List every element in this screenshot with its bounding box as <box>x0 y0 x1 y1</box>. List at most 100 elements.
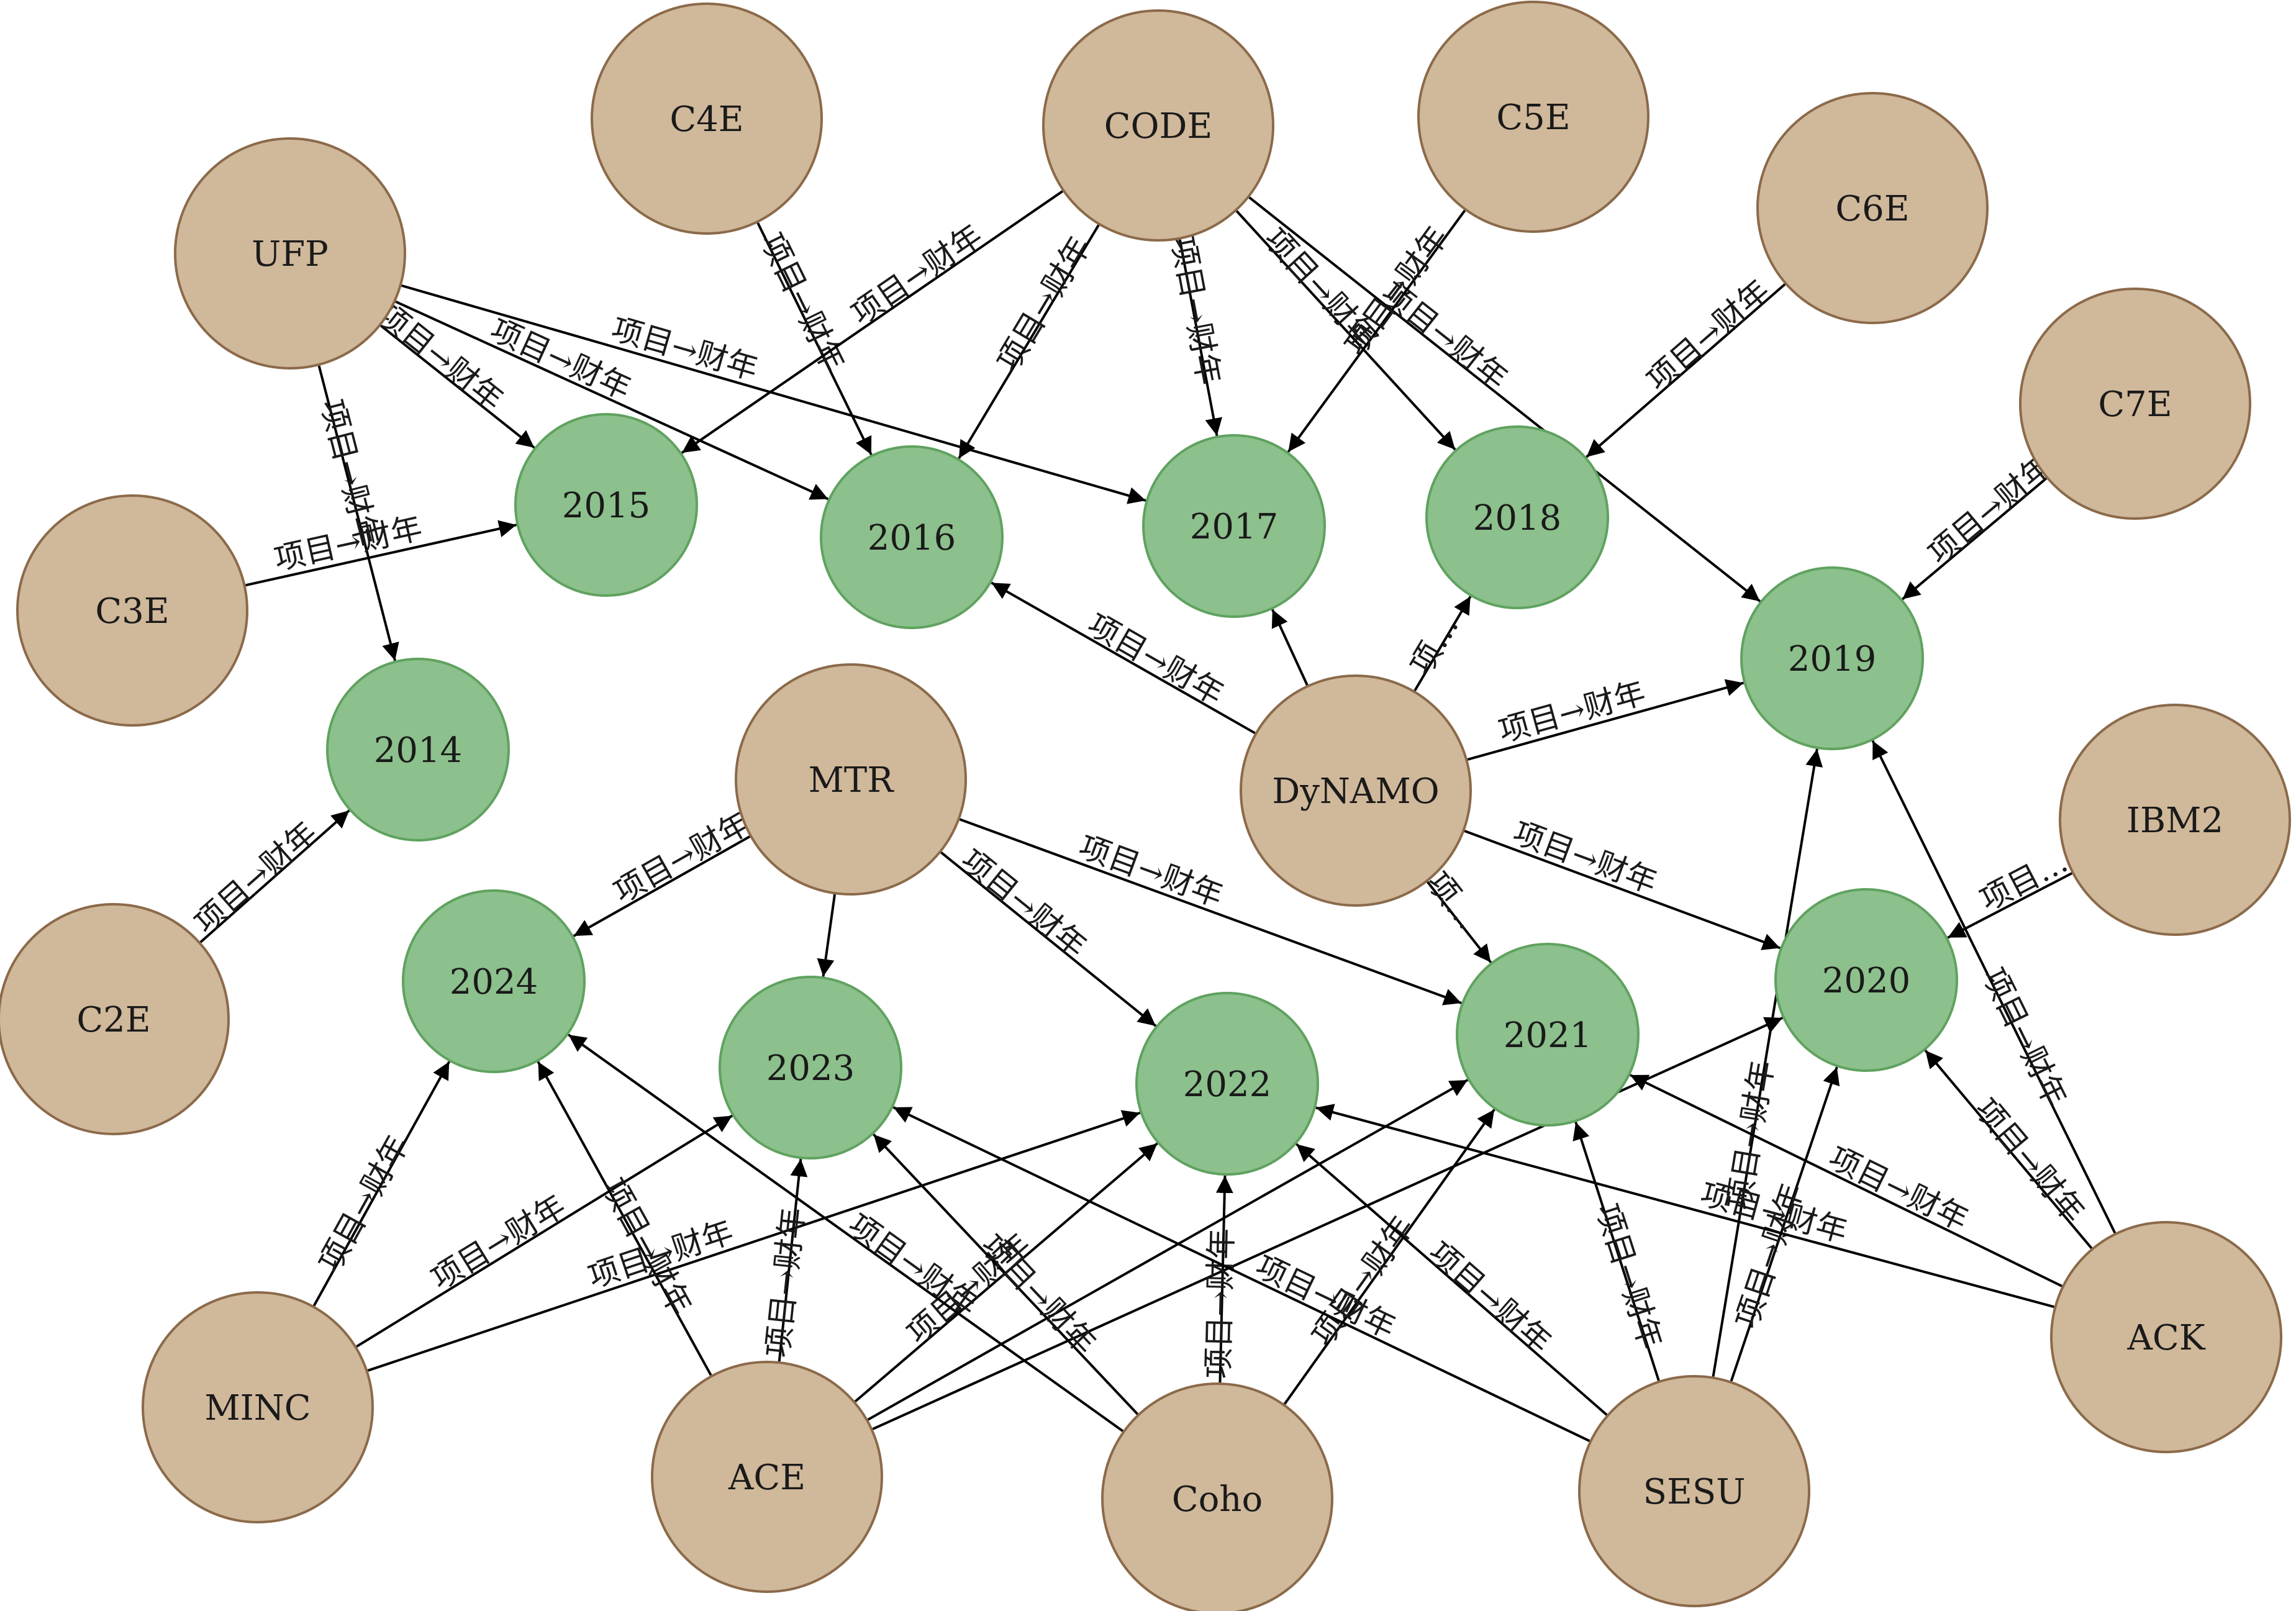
edge-dynamo-to-2021: 项… <box>1420 865 1492 963</box>
edge-code-to-2017: 项目→财年 <box>1164 234 1227 436</box>
node-label: 2016 <box>868 518 956 558</box>
year-node-2020: 2020 <box>1774 888 1958 1072</box>
edge-mtr-to-2023 <box>817 894 837 977</box>
edge-c2e-to-2014: 项目→财年 <box>188 809 350 943</box>
year-node-2017: 2017 <box>1142 434 1326 618</box>
node-label: C6E <box>1835 189 1909 229</box>
node-circle <box>1042 9 1274 242</box>
node-label: Coho <box>1172 1479 1263 1520</box>
edge-arrow <box>380 324 535 449</box>
edge-ufp-to-2014: 项目→财年 <box>314 365 399 661</box>
node-circle <box>142 1291 374 1523</box>
edge-label: 项目→财年 <box>845 217 989 332</box>
edge-arrow <box>873 1133 1139 1415</box>
node-label: UFP <box>252 234 329 275</box>
node-circle <box>1417 1 1649 233</box>
edge-label: 项目→财年 <box>1495 674 1649 750</box>
edge-arrow <box>1295 1143 1608 1416</box>
node-label: CODE <box>1104 106 1213 147</box>
project-node-c5e: C5E <box>1417 1 1649 233</box>
node-label: 2019 <box>1788 639 1877 679</box>
edge-arrow <box>1215 1175 1233 1383</box>
edge-code-to-2016: 项目→财年 <box>958 224 1100 460</box>
edge-arrow <box>1413 596 1472 692</box>
project-node-ufp: UFP <box>174 137 406 370</box>
edge-arrow <box>1586 283 1786 458</box>
edge-code-to-2015: 项目→财年 <box>681 190 1064 454</box>
edge-c4e-to-2016: 项目→财年 <box>753 222 873 455</box>
year-node-2021: 2021 <box>1456 943 1640 1127</box>
node-circle <box>820 445 1004 629</box>
project-node-dynamo: DyNAMO <box>1240 674 1472 907</box>
node-label: 2017 <box>1190 507 1279 547</box>
edge-ibm2-to-2020: 项目… <box>1947 843 2074 939</box>
node-label: 2022 <box>1183 1064 1272 1105</box>
edge-arrow <box>1464 830 1781 950</box>
edge-label: 项目→财年 <box>1509 814 1662 901</box>
edge-arrow <box>245 520 517 587</box>
project-node-ibm2: IBM2 <box>2059 704 2291 936</box>
node-label: C7E <box>2098 384 2172 425</box>
project-node-minc: MINC <box>142 1291 374 1523</box>
node-label: 2018 <box>1473 498 1562 538</box>
node-circle <box>2050 1221 2282 1453</box>
edge-label: 项目→财年 <box>1975 962 2074 1113</box>
edge-arrow <box>959 818 1462 1005</box>
year-node-2015: 2015 <box>514 413 698 597</box>
edge-arrow <box>681 190 1064 454</box>
node-label: ACE <box>728 1458 805 1498</box>
edge-arrow <box>1730 1066 1840 1382</box>
edge-arrow <box>401 284 1146 504</box>
node-circle <box>174 137 406 370</box>
project-node-ace: ACE <box>651 1361 883 1593</box>
node-label: MINC <box>204 1388 311 1428</box>
node-label: MTR <box>809 760 895 801</box>
edge-label: 项目→财年 <box>990 230 1098 378</box>
year-node-2018: 2018 <box>1425 425 1609 609</box>
edge-label: 项目→财年 <box>1422 1235 1558 1361</box>
edge-label: 项目→财年 <box>760 1206 811 1359</box>
project-node-ack: ACK <box>2050 1221 2282 1453</box>
year-node-2023: 2023 <box>719 976 902 1159</box>
edge-label: 项目→财年 <box>607 805 756 910</box>
node-circle <box>591 2 823 235</box>
edge-mtr-to-2024: 项目→财年 <box>573 805 756 937</box>
edge-arrow <box>1947 872 2072 939</box>
node-label: C3E <box>95 591 169 632</box>
edge-arrow <box>356 1114 733 1348</box>
edge-arrow <box>367 1110 1141 1372</box>
year-node-2024: 2024 <box>402 889 586 1073</box>
edge-ace-to-2021 <box>867 1079 1469 1421</box>
edge-arrow <box>312 1061 451 1307</box>
edge-arrow <box>854 1142 1158 1403</box>
node-circle <box>326 658 510 842</box>
node-circle <box>2059 704 2291 936</box>
edge-arrow <box>1467 679 1744 761</box>
edge-label: 项目→财年 <box>1967 1092 2092 1230</box>
edge-arrow <box>1902 477 2048 601</box>
node-label: C4E <box>669 99 743 140</box>
node-label: IBM2 <box>2126 801 2223 841</box>
edge-arrow <box>1178 239 1223 436</box>
edge-arrow <box>756 222 873 455</box>
edge-dynamo-to-2018: 项… <box>1403 596 1472 692</box>
project-node-c4e: C4E <box>591 2 823 235</box>
edge-label: 项目→财年 <box>1640 273 1777 399</box>
node-circle <box>1774 888 1958 1072</box>
project-node-sesu: SESU <box>1578 1375 1810 1607</box>
node-circle <box>1740 566 1924 750</box>
node-label: 2021 <box>1504 1015 1592 1056</box>
edge-arrow <box>1235 210 1456 451</box>
edge-coho-to-2022: 项目→财年 <box>1200 1175 1240 1383</box>
edge-arrow <box>1712 748 1823 1377</box>
edge-arrow <box>867 1079 1469 1421</box>
edge-label: 项目… <box>1974 843 2074 919</box>
edge-label: 项目→财年 <box>188 814 324 941</box>
node-circle <box>2019 288 2251 520</box>
year-node-2019: 2019 <box>1740 566 1924 750</box>
edge-dynamo-to-2019: 项目→财年 <box>1467 674 1744 761</box>
edge-arrow <box>1287 209 1466 453</box>
edge-label: 项目→财年 <box>842 1207 985 1323</box>
node-circle <box>0 903 230 1135</box>
edge-arrow <box>958 224 1100 460</box>
